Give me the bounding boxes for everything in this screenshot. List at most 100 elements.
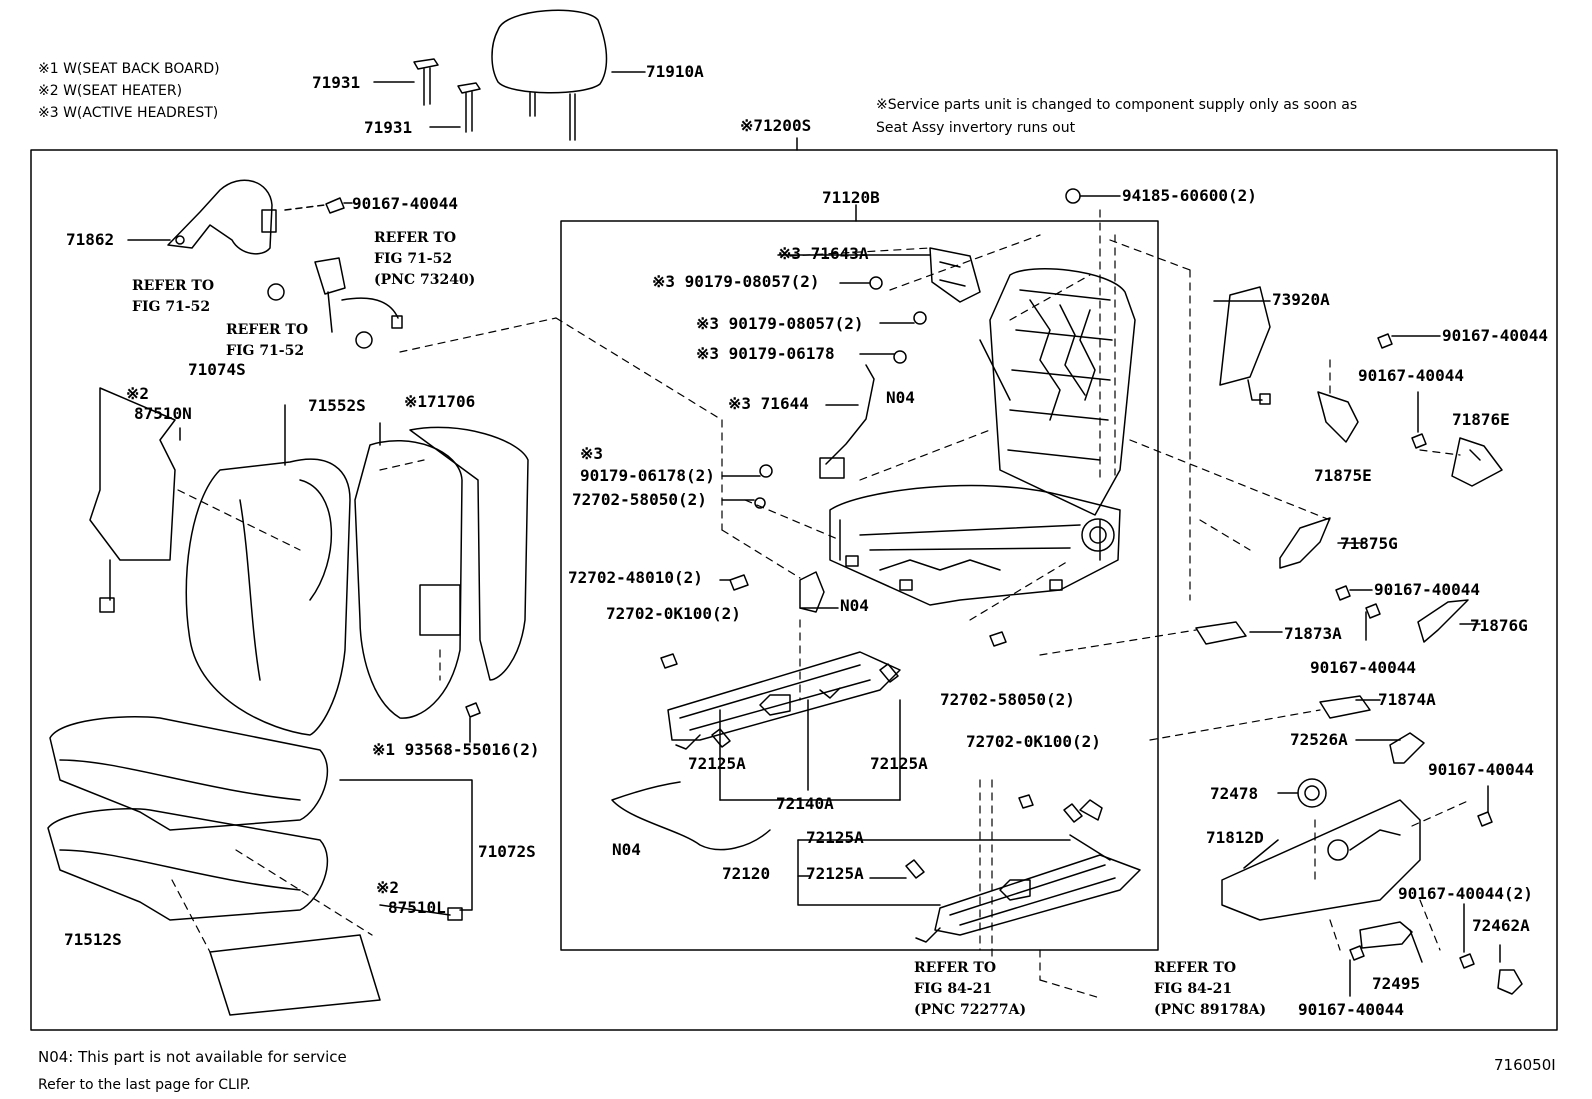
legend-item-2: ※2 W(SEAT HEATER) (38, 83, 183, 99)
ref-line: (PNC 72277A) (914, 1002, 1027, 1018)
part-N04-wire: N04 (612, 840, 641, 859)
service-note-line-2: Seat Assy invertory runs out (876, 120, 1076, 136)
seat-back-board-drawing (89, 387, 176, 613)
part-72125A-c: 72125A (806, 828, 864, 847)
part-72702-58050-a: 72702-58050(2) (572, 490, 707, 509)
service-note-line-1: ※Service parts unit is changed to compon… (876, 97, 1358, 113)
ref-line: REFER TO (374, 230, 457, 246)
cap-72462A-drawing (1497, 969, 1523, 995)
part-72526A: 72526A (1290, 730, 1348, 749)
footer-n04-note: N04: This part is not available for serv… (38, 1048, 347, 1066)
seatback-cover-drawing (185, 458, 351, 736)
adjuster-left-drawing (667, 651, 901, 750)
legend-item-3: ※3 W(ACTIVE HEADREST) (38, 105, 219, 121)
refer-fig-71-52-b: REFER TO FIG 71-52 (226, 320, 308, 362)
ref-line: FIG 71-52 (374, 251, 453, 267)
part-72702-0K100-a: 72702-0K100(2) (606, 604, 741, 623)
part-71875G: 71875G (1340, 534, 1398, 553)
part-90179-08057-a: ※3 90179-08057(2) (652, 272, 820, 291)
leader-lines (469, 254, 1501, 997)
headrest-guide-drawing (373, 58, 481, 133)
part-71876E: 71876E (1452, 410, 1510, 429)
part-73920A: 73920A (1272, 290, 1330, 309)
part-72125A-b: 72125A (870, 754, 928, 773)
part-90167-40044-r2: 90167-40044 (1358, 366, 1464, 385)
part-87510N-mark: ※2 (126, 384, 150, 403)
part-90167-40044-r7: 90167-40044 (1298, 1000, 1404, 1019)
lever-72495-drawing (1359, 921, 1413, 949)
part-71552S: 71552S (308, 396, 366, 415)
cover-71876G-drawing (1417, 599, 1469, 643)
ref-line: FIG 84-21 (914, 981, 993, 997)
knob-72478-drawing (1297, 778, 1327, 808)
n04-wire-drawing (611, 781, 771, 851)
footer-clip-note: Refer to the last page for CLIP. (38, 1077, 251, 1093)
part-71072S: 71072S (478, 842, 536, 861)
assembly-brackets (179, 404, 473, 911)
part-71862: 71862 (66, 230, 115, 249)
part-N04-bracket: N04 (840, 596, 869, 615)
part-90179-06178: ※3 90179-06178 (696, 344, 835, 363)
ref-line: REFER TO (132, 278, 215, 294)
part-71873A: 71873A (1284, 624, 1342, 643)
seat-belt-buckle-drawing (267, 257, 403, 349)
part-71074S: 71074S (188, 360, 246, 379)
part-72702-0K100-b: 72702-0K100(2) (966, 732, 1101, 751)
part-87510L: 87510L (388, 898, 446, 917)
ref-line: (PNC 89178A) (1154, 1002, 1267, 1018)
active-headrest-cable-drawing (819, 364, 875, 479)
headrest-guide-frame-drawing (929, 247, 981, 303)
knob-72526A-drawing (1389, 732, 1425, 764)
part-87510N: 87510N (134, 404, 192, 423)
ref-line: FIG 84-21 (1154, 981, 1233, 997)
ref-line: FIG 71-52 (226, 343, 305, 359)
assembly-label: ※71200S (740, 116, 812, 135)
part-71931-upper: 71931 (312, 73, 361, 92)
cover-71876E-drawing (1451, 437, 1503, 487)
adjuster-right-drawing (905, 799, 1141, 943)
ref-line: REFER TO (226, 322, 309, 338)
refer-fig-84-21-b: REFER TO FIG 84-21 (PNC 89178A) (1154, 958, 1266, 1021)
cover-71862-drawing (127, 179, 326, 255)
part-72125A-a: 72125A (688, 754, 746, 773)
part-71910A: 71910A (646, 62, 704, 81)
part-72478: 72478 (1210, 784, 1259, 803)
sub-assembly-label: 71120B (822, 188, 880, 207)
part-71512S: 71512S (64, 930, 122, 949)
headrest-drawing (491, 9, 646, 141)
refer-fig-71-52-pnc: REFER TO FIG 71-52 (PNC 73240) (374, 228, 475, 291)
part-71875E: 71875E (1314, 466, 1372, 485)
figure-id: 716050I (1494, 1056, 1556, 1074)
part-90167-40044-top: 90167-40044 (352, 194, 458, 213)
part-N04-frame: N04 (886, 388, 915, 407)
part-72495: 72495 (1372, 974, 1421, 993)
seat-cushion-pad-drawing (47, 808, 329, 921)
ref-line: REFER TO (914, 960, 997, 976)
part-71931-lower: 71931 (364, 118, 413, 137)
part-90179-08057-b: ※3 90179-08057(2) (696, 314, 864, 333)
part-71644: ※3 71644 (728, 394, 809, 413)
part-71812D: 71812D (1206, 828, 1264, 847)
part-72702-58050-b: 72702-58050(2) (940, 690, 1075, 709)
seatback-board-drawing (409, 426, 529, 681)
part-90167-40044-r6: 90167-40044(2) (1398, 884, 1533, 903)
bracket-n04-drawing (799, 571, 825, 613)
heater-pad-73920A-drawing (1219, 286, 1271, 405)
part-90179-06178-mark: ※3 (580, 444, 604, 463)
side-shield-71812D-drawing (1221, 799, 1421, 921)
cover-71875E-drawing (1317, 391, 1359, 443)
bracket-brackets (719, 699, 1071, 906)
part-94185-60600: 94185-60600(2) (1122, 186, 1257, 205)
seat-cushion-cover-drawing (49, 716, 329, 831)
part-87510L-mark: ※2 (376, 878, 400, 897)
seatback-pad-drawing (354, 440, 463, 719)
part-72462A: 72462A (1472, 916, 1530, 935)
part-90167-40044-r3: 90167-40044 (1374, 580, 1480, 599)
sub-assembly-frame (560, 220, 1159, 951)
part-90167-40044-r4: 90167-40044 (1310, 658, 1416, 677)
part-72140A: 72140A (776, 794, 834, 813)
part-71874A: 71874A (1378, 690, 1436, 709)
part-72702-48010: 72702-48010(2) (568, 568, 703, 587)
part-72120: 72120 (722, 864, 771, 883)
